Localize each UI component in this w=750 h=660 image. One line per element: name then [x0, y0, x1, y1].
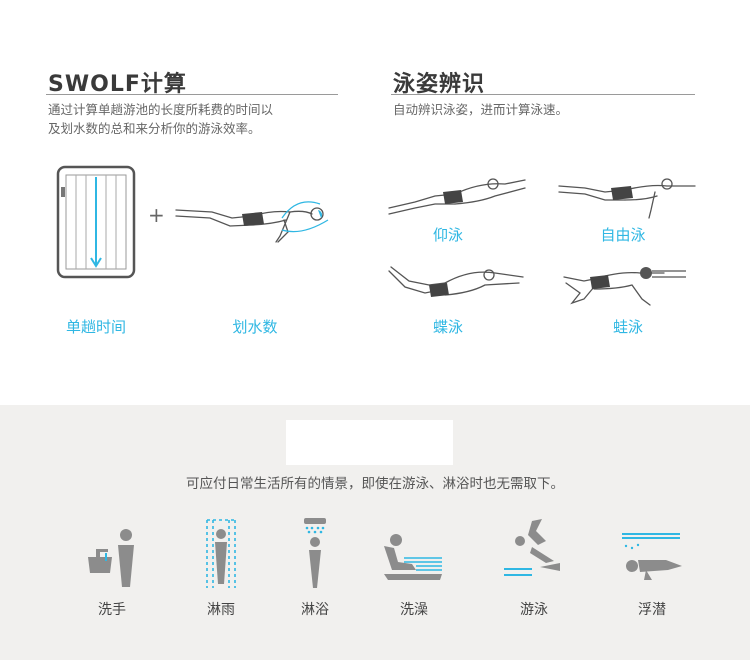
scenario-label-bath: 洗澡 — [400, 602, 428, 618]
breaststroke-icon — [563, 267, 686, 306]
scenario-label-wash-hands: 洗手 — [98, 602, 126, 618]
style-label-butterfly: 蝶泳 — [432, 318, 463, 336]
blank-banner — [286, 420, 453, 465]
swolf-description: 通过计算单趟游池的长度所耗费的时间以 及划水数的总和来分析你的游泳效率。 — [48, 100, 273, 138]
swolf-desc-line1: 通过计算单趟游池的长度所耗费的时间以 — [48, 102, 274, 117]
swolf-desc-line2: 及划水数的总和来分析你的游泳效率。 — [48, 121, 261, 136]
scenario-label-shower: 淋浴 — [301, 602, 329, 618]
single-lap-time-label: 单趟时间 — [65, 318, 126, 336]
stroke-recognition-description: 自动辨识泳姿，进而计算泳速。 — [393, 102, 569, 117]
stroke-count-swimmer-icon — [175, 201, 329, 243]
scenarios-tagline: 可应付日常生活所有的情景，即使在游泳、淋浴时也无需取下。 — [186, 476, 564, 492]
freestyle-icon — [558, 178, 696, 219]
wash-hands-icon — [88, 529, 134, 587]
style-label-backstroke: 仰泳 — [432, 226, 463, 244]
butterfly-icon — [388, 266, 524, 297]
stroke-recognition-title: 泳姿辨识 — [393, 72, 486, 97]
backstroke-icon — [388, 178, 526, 215]
style-label-breaststroke: 蛙泳 — [612, 318, 643, 336]
shower-icon — [304, 518, 326, 588]
snorkel-icon — [622, 533, 682, 580]
stroke-recognition-divider — [391, 94, 695, 95]
scenario-label-rain: 淋雨 — [207, 602, 235, 618]
swimming-icon — [504, 519, 560, 576]
style-label-freestyle: 自由泳 — [600, 226, 646, 244]
scenario-label-swimming: 游泳 — [520, 602, 548, 618]
rain-icon — [206, 519, 236, 588]
swolf-title: SWOLF计算 — [48, 72, 187, 97]
plus-sign: + — [148, 203, 165, 227]
pool-lane-icon — [56, 165, 136, 279]
scenario-label-snorkeling: 浮潜 — [638, 602, 666, 618]
swolf-divider — [46, 94, 338, 95]
stroke-count-label: 划水数 — [232, 318, 278, 336]
bath-icon — [384, 534, 442, 580]
